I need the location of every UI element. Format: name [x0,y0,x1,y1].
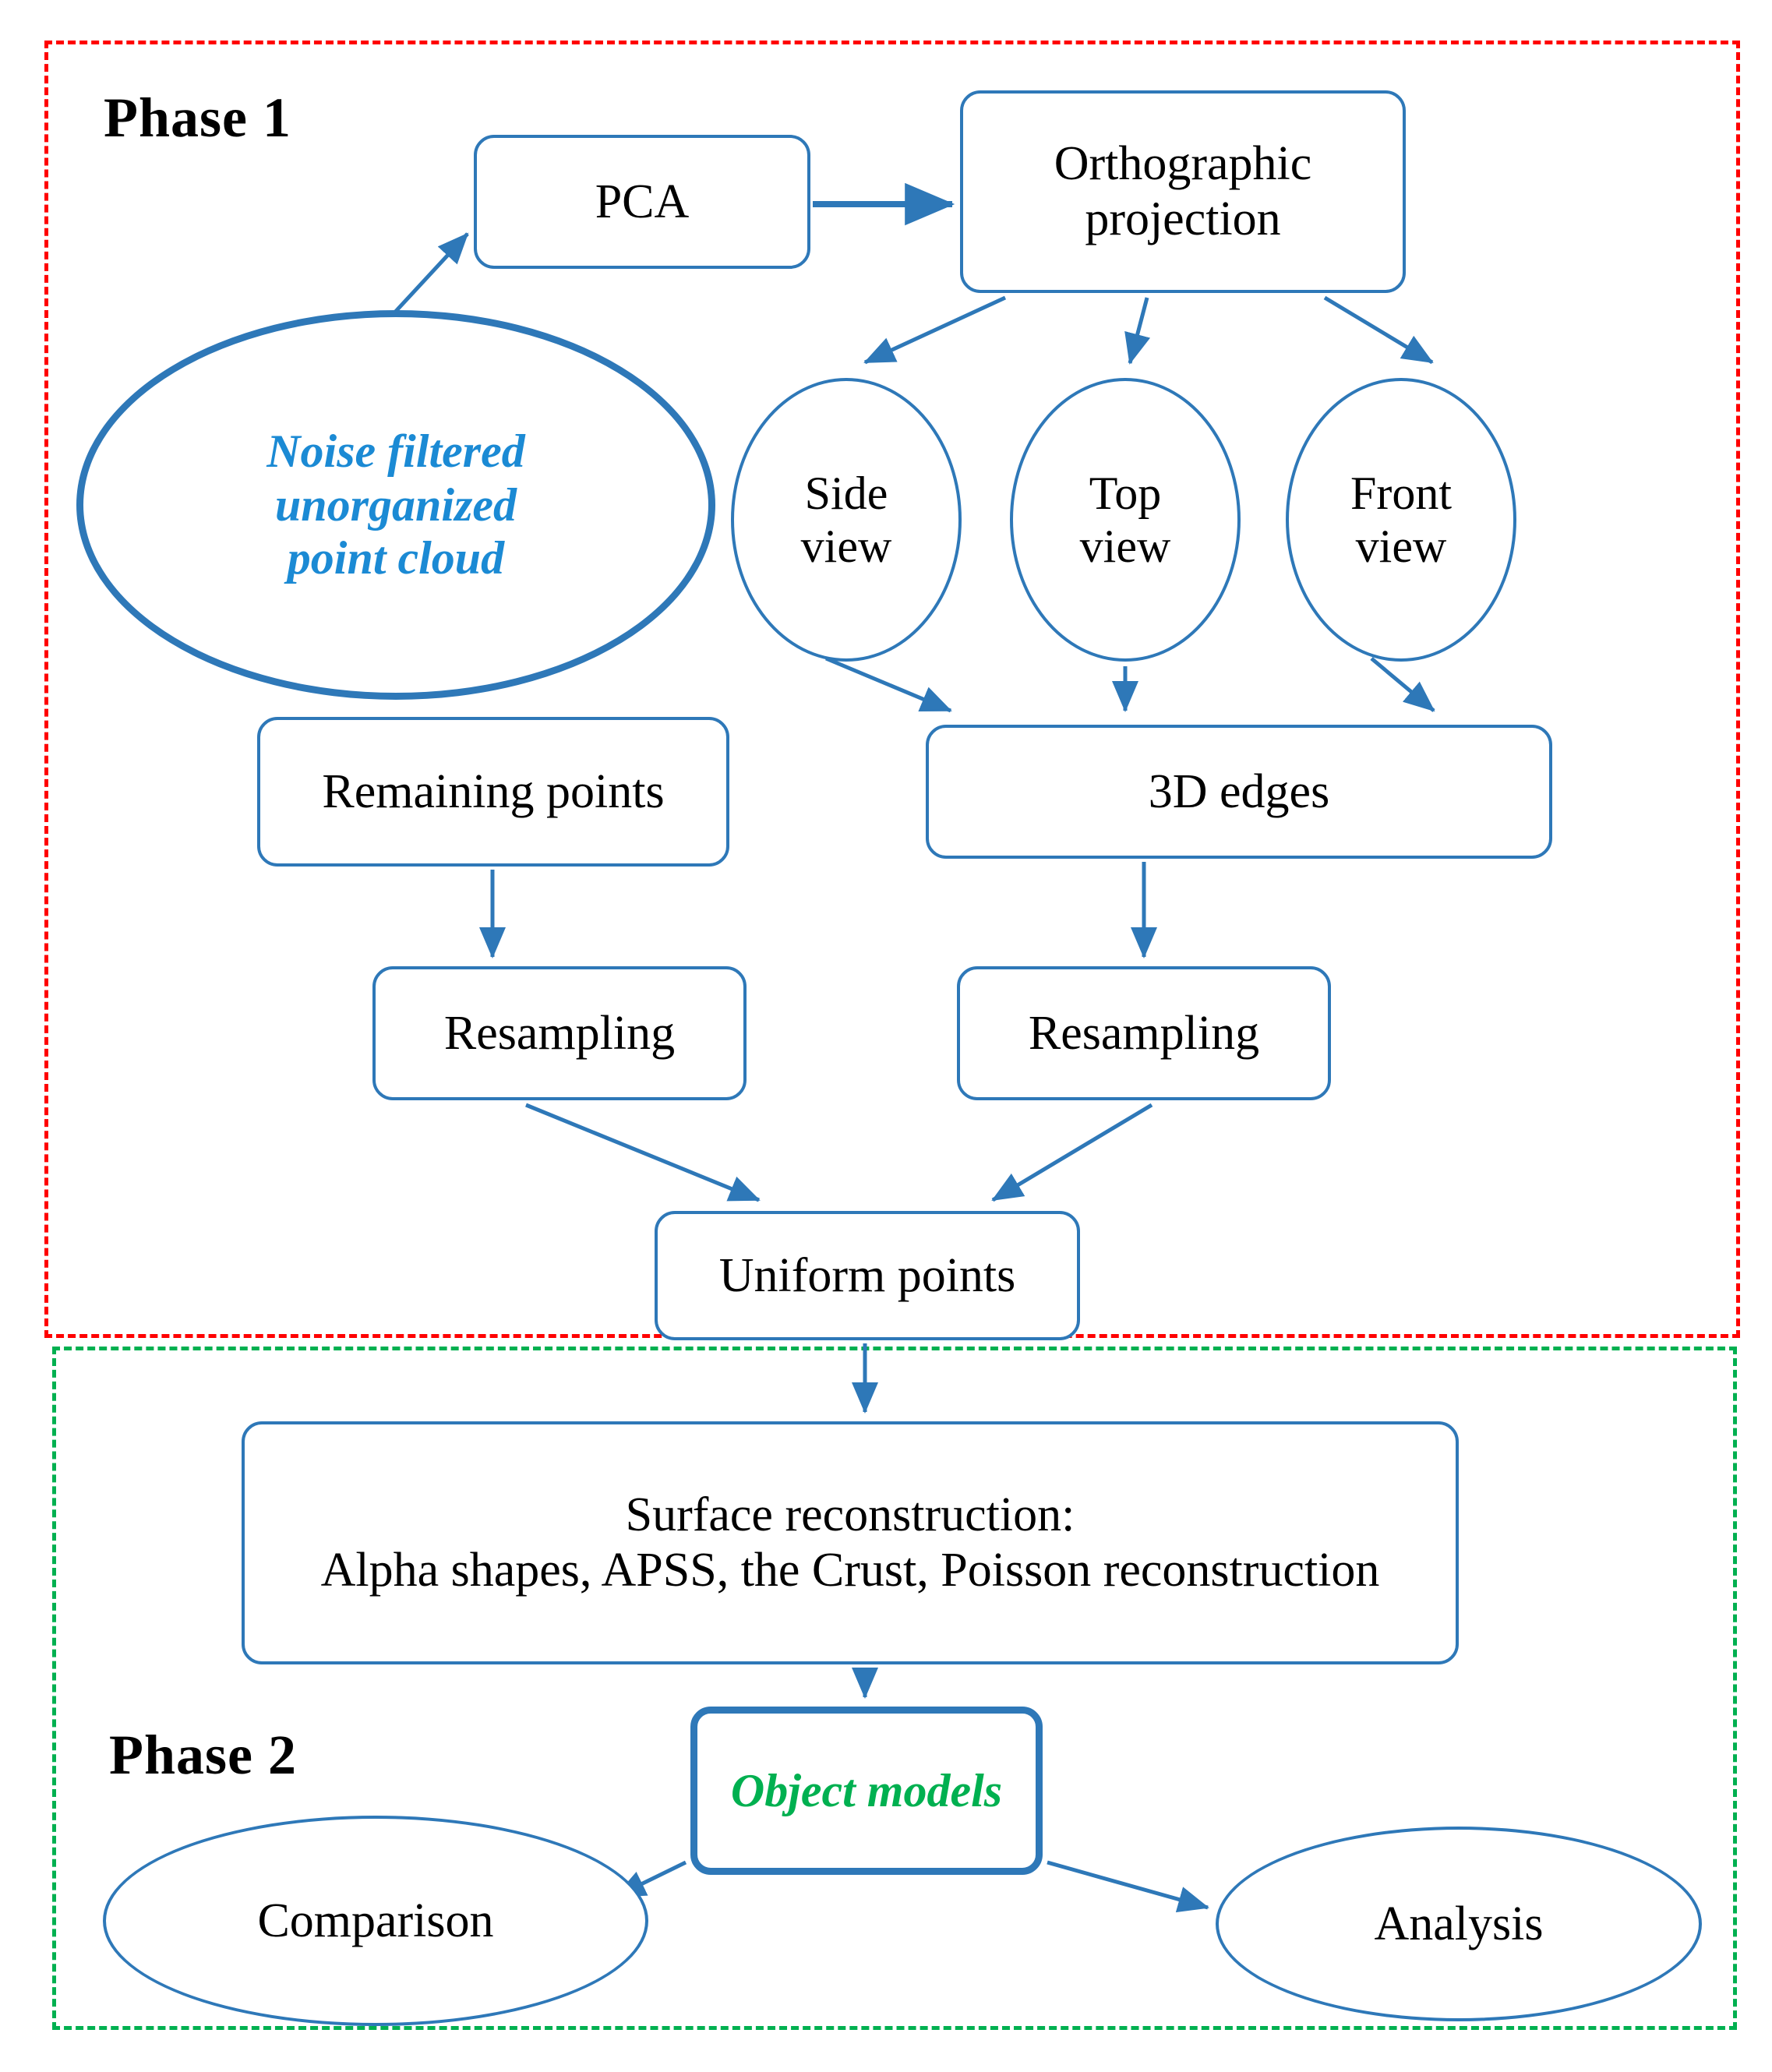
node-surface-reconstruction[interactable]: Surface reconstruction: Alpha shapes, AP… [242,1421,1459,1664]
node-pca-label: PCA [595,175,690,228]
node-surface-reconstruction-label: Surface reconstruction: Alpha shapes, AP… [320,1488,1380,1597]
node-side-view-label: Side view [800,467,892,572]
node-analysis[interactable]: Analysis [1216,1827,1702,2021]
node-orthographic-projection[interactable]: Orthographic projection [960,90,1406,293]
node-3d-edges-label: 3D edges [1148,764,1330,818]
phase-1-label: Phase 1 [104,86,291,149]
node-comparison-label: Comparison [257,1894,494,1947]
node-remaining-points[interactable]: Remaining points [257,717,729,867]
node-orthographic-projection-label: Orthographic projection [1054,137,1312,245]
node-side-view[interactable]: Side view [731,378,962,662]
node-front-view-label: Front view [1350,467,1453,572]
node-uniform-points[interactable]: Uniform points [655,1211,1080,1340]
node-remaining-points-label: Remaining points [322,764,665,818]
node-front-view[interactable]: Front view [1286,378,1516,662]
node-uniform-points-label: Uniform points [718,1248,1016,1302]
node-top-view-label: Top view [1079,467,1171,572]
phase-2-label: Phase 2 [109,1724,297,1786]
node-comparison[interactable]: Comparison [103,1816,648,2026]
node-pca[interactable]: PCA [474,135,810,269]
node-object-models-label: Object models [730,1764,1003,1816]
node-3d-edges[interactable]: 3D edges [926,725,1552,859]
node-resampling-left-label: Resampling [443,1006,676,1060]
node-noise-filtered-point-cloud-label: Noise filtered unorganized point cloud [267,425,525,584]
node-resampling-left[interactable]: Resampling [372,966,747,1100]
node-analysis-label: Analysis [1374,1897,1544,1950]
node-resampling-right[interactable]: Resampling [957,966,1331,1100]
node-resampling-right-label: Resampling [1028,1006,1260,1060]
phase-2-container [52,1347,1737,2030]
node-top-view[interactable]: Top view [1010,378,1241,662]
node-object-models[interactable]: Object models [690,1707,1043,1875]
node-noise-filtered-point-cloud[interactable]: Noise filtered unorganized point cloud [76,310,715,700]
